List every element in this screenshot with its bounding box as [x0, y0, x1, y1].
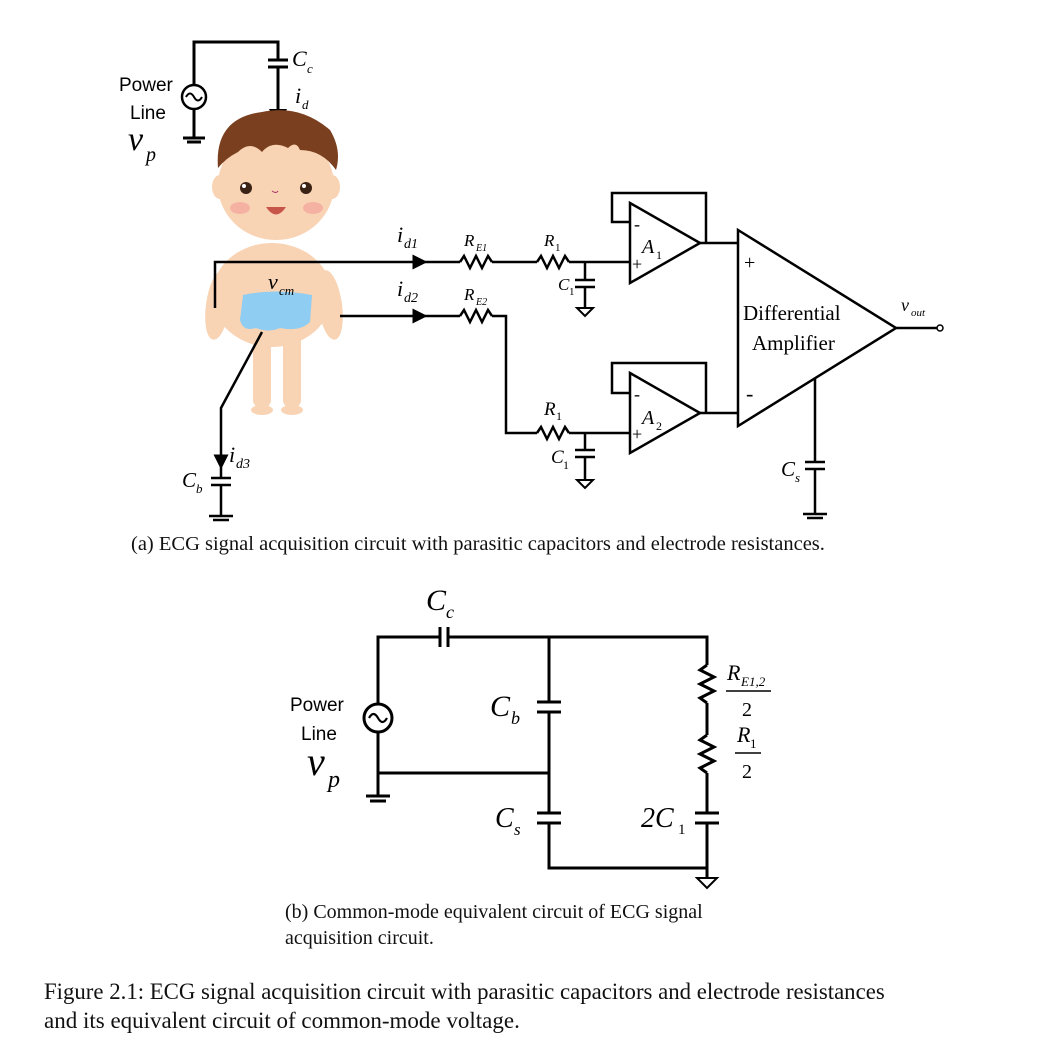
- re2-label: R: [463, 285, 475, 304]
- r1-label-bottom: R: [543, 399, 556, 420]
- two-c1-sub: 1: [678, 822, 686, 838]
- re1-label: R: [463, 231, 475, 250]
- vp-label-a: v: [128, 121, 144, 158]
- id-sub: d: [302, 97, 309, 112]
- cb-label-b: C: [490, 690, 511, 723]
- cc-label-b: C: [426, 584, 447, 617]
- diff-plus: +: [744, 252, 755, 274]
- id1-sub: d1: [404, 237, 418, 252]
- vcm-label: v: [268, 269, 278, 294]
- cc-label-a: C: [292, 46, 307, 71]
- id3-label: i: [229, 442, 235, 467]
- wire-id2: [340, 307, 630, 490]
- caption-a: (a) ECG signal acquisition circuit with …: [131, 533, 825, 555]
- diff-minus: -: [746, 381, 753, 406]
- cb-sub-b: b: [511, 708, 520, 728]
- line-label-a: Line: [130, 103, 166, 124]
- cb-label-a: C: [182, 468, 197, 492]
- opamp-a1: [610, 191, 738, 286]
- id2-label: i: [397, 276, 403, 301]
- a1-minus: -: [634, 214, 640, 234]
- cs-label-b: C: [495, 803, 514, 834]
- re12-label: R: [726, 660, 741, 685]
- cs-label-a: C: [781, 457, 796, 481]
- r1-half-denominator: 2: [742, 761, 752, 783]
- differential-amplifier: [736, 227, 944, 520]
- power-label-a: Power: [119, 75, 174, 96]
- id-label: i: [295, 83, 301, 108]
- a2-sub: 2: [656, 419, 662, 433]
- caption-b-line1: (b) Common-mode equivalent circuit of EC…: [285, 901, 703, 923]
- a1-sub: 1: [656, 248, 662, 262]
- r1-sub-top: 1: [555, 242, 561, 254]
- power-line-source-b: [362, 702, 394, 734]
- vcm-sub: cm: [279, 283, 294, 298]
- two-c1-label: 2C: [641, 803, 674, 834]
- baby-illustration: [205, 110, 343, 415]
- cc-sub-a: c: [307, 61, 313, 76]
- diff-amp-label-line1: Differential: [743, 301, 841, 325]
- c1-label-bottom: C: [551, 447, 564, 468]
- r1-half-label: R: [736, 722, 751, 747]
- id1-label: i: [397, 222, 403, 247]
- r1-sub-bottom: 1: [556, 409, 562, 423]
- id2-sub: d2: [404, 291, 418, 306]
- equivalent-circuit-b: [366, 627, 720, 890]
- power-label-b: Power: [290, 695, 345, 716]
- a2-plus: +: [632, 424, 642, 444]
- power-line-source-a: [180, 40, 280, 144]
- wire-id1: [213, 253, 630, 318]
- vout-sub: out: [911, 307, 926, 319]
- figure-caption-line2: and its equivalent circuit of common-mod…: [44, 1008, 520, 1033]
- cb-sub-a: b: [196, 481, 203, 496]
- vp-sub-a: p: [144, 144, 156, 166]
- a1-label: A: [640, 236, 655, 258]
- vp-sub-b: p: [326, 767, 340, 793]
- re1-sub: E1: [475, 243, 487, 254]
- r1-label-top: R: [543, 231, 555, 250]
- caption-b-line2: acquisition circuit.: [285, 927, 434, 949]
- a2-label: A: [640, 407, 655, 429]
- line-label-b: Line: [301, 724, 337, 745]
- cc-sub-b: c: [446, 602, 454, 622]
- vp-label-b: v: [307, 739, 325, 784]
- capacitor-cc-a: [268, 58, 288, 127]
- cs-sub-a: s: [795, 470, 800, 485]
- re12-sub: E1,2: [740, 674, 766, 689]
- opamp-a2: [610, 361, 738, 456]
- c1-sub-top: 1: [569, 286, 575, 298]
- r1-half-sub: 1: [750, 736, 757, 751]
- vout-label: v: [901, 295, 909, 315]
- id3-sub: d3: [236, 457, 250, 472]
- wire-id3: [209, 331, 264, 522]
- diff-amp-label-line2: Amplifier: [752, 331, 835, 355]
- c1-label-top: C: [558, 275, 570, 294]
- a2-minus: -: [634, 384, 640, 404]
- figure-caption-line1: Figure 2.1: ECG signal acquisition circu…: [44, 979, 885, 1004]
- a1-plus: +: [632, 254, 642, 274]
- cs-sub-b: s: [514, 820, 521, 839]
- re2-sub: E2: [475, 297, 487, 308]
- re12-denominator: 2: [742, 699, 752, 721]
- c1-sub-bottom: 1: [563, 458, 569, 472]
